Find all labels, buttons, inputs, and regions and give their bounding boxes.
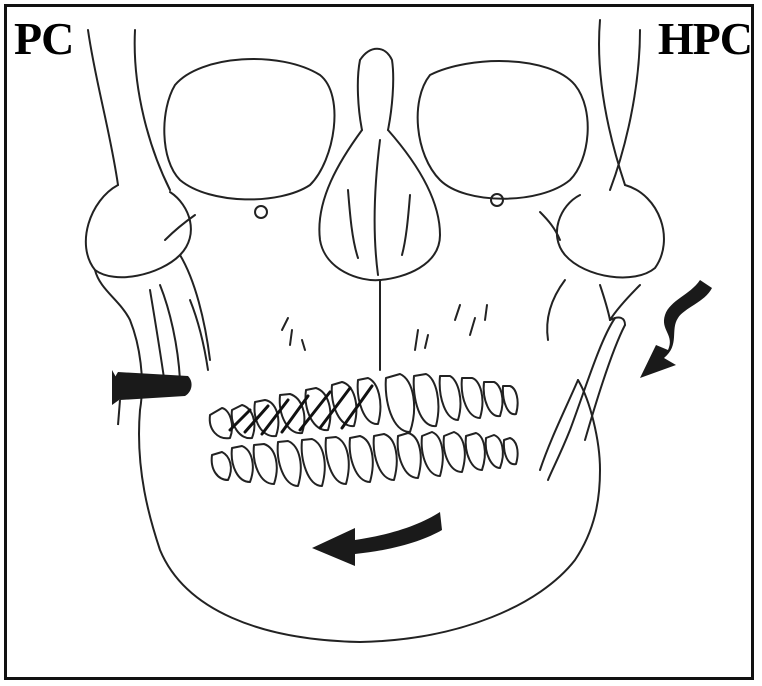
right-temporal-line xyxy=(599,20,625,185)
rotation-arrow-icon xyxy=(112,370,192,425)
lower-teeth xyxy=(212,432,518,486)
pc-label: PC xyxy=(14,16,73,62)
right-cranium-line xyxy=(610,30,640,190)
left-foramen xyxy=(255,206,267,218)
left-cranium-line xyxy=(135,30,170,190)
right-condyle xyxy=(547,280,565,340)
upper-teeth xyxy=(210,374,518,438)
right-ramus-fracture xyxy=(548,318,615,480)
right-orbit xyxy=(418,61,588,199)
mandible xyxy=(139,380,600,642)
hpc-label: HPC xyxy=(658,16,752,62)
nasal-aperture xyxy=(319,130,440,280)
curved-left-arrow-icon xyxy=(312,512,442,566)
left-orbit xyxy=(164,59,334,199)
wavy-arrow-icon xyxy=(640,280,712,378)
nasal-bone xyxy=(360,49,393,130)
left-temporal-line xyxy=(88,30,118,185)
right-zygoma xyxy=(557,185,664,277)
right-foramen xyxy=(491,194,503,206)
